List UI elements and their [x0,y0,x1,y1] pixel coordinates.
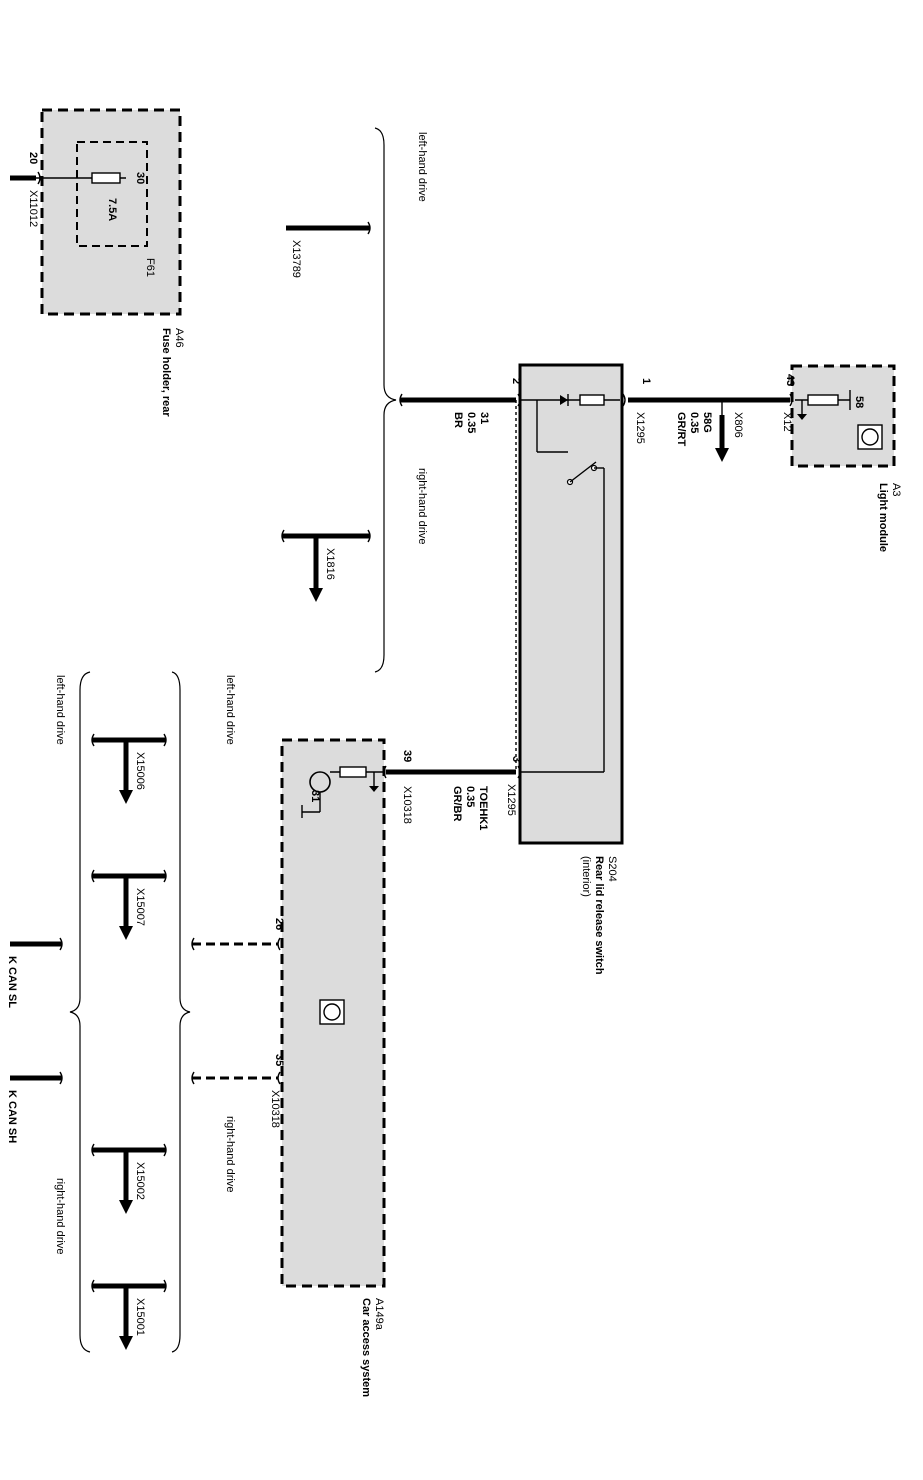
x1295-pin1-mark [622,393,626,407]
wire1-color: GR/RT [675,412,687,447]
wire2-color: BR [452,412,464,428]
kcan-sh-left-mark [191,1071,195,1085]
fuse-f61-pin: 30 [134,172,146,184]
drive-brace-low [69,671,91,1353]
x15006-mark-b [91,733,95,747]
fuse-f61-icon [91,172,121,184]
fuse-holder-id: A46 [173,328,185,348]
x1295-top-label: X1295 [634,412,646,444]
x806-arrow-icon [715,448,729,462]
cas-pin31: 31 [309,790,321,802]
light-module-box [790,364,896,468]
cas-arrow-icon [369,786,379,792]
x1816-mark [367,529,371,543]
kcan-sl-label: K CAN SL [6,956,18,1008]
switch-lamp-resistor [579,394,605,406]
drive-brace-top [374,127,397,673]
x11012-pin: 20 [27,152,39,164]
x15002-mark [163,1143,167,1157]
x10318-b-label: X10318 [269,1090,281,1128]
x15006-arrow-icon [119,790,133,804]
x15002-arrow-icon [119,1200,133,1214]
x12-label: X12 [781,412,793,432]
x1816-mark-b [281,529,285,543]
x15006-mark [163,733,167,747]
wire2-size: 0.35 [465,412,477,433]
wire3-size: 0.35 [464,786,476,807]
x1295-bottom-label: X1295 [505,784,517,816]
x12-pin: 43 [784,374,796,386]
lhd-top-label: left-hand drive [416,132,428,202]
light-module-id: A3 [890,483,902,496]
x15007-mark-b [91,869,95,883]
wire2-signal: 31 [478,412,490,424]
cas-resistor [339,766,367,778]
fuse-f61-rating: 7.5A [106,198,118,221]
x11012-mark [37,171,41,185]
light-module-ecu-circle [861,428,879,446]
x15007-arrow-icon [119,926,133,940]
fuse-holder-box [40,108,182,316]
cas-id: A149a [373,1298,385,1331]
lhd-low-label: left-hand drive [54,675,66,745]
x13789-label: X13789 [290,240,302,278]
kcan-sl-left-mark [191,937,195,951]
x15002-mark-b [91,1143,95,1157]
x1295-bottom-pin3: 3 [510,756,522,762]
x15002-label: X15002 [134,1162,146,1200]
x1295-pin3-mark [517,765,521,779]
x11012-label: X11012 [27,190,39,227]
rear-lid-switch-name-2: (interior) [580,856,592,897]
switch-diode-icon [560,395,568,405]
x10318-b-pin35: 35 [273,1054,285,1066]
lhd-mid-label: left-hand drive [224,675,236,745]
x1816-label: X1816 [324,548,336,580]
light-module-pin58: 58 [853,396,865,408]
fuse-f61-id: F61 [144,258,156,277]
x15001-arrow-icon [119,1336,133,1350]
x1295-branch-mark [399,393,403,407]
x10318-a-label: X10318 [401,786,413,824]
wire3-color: GR/BR [451,786,463,822]
rhd-top-label: right-hand drive [416,468,428,544]
fuse-holder-name: Fuse holder, rear [160,328,172,417]
x10318-b-mark-26 [277,937,281,951]
wire3-signal: TOEHK1 [477,786,489,830]
x15007-label: X15007 [134,888,146,926]
cas-name: Car access system [360,1298,372,1397]
x15001-mark [163,1279,167,1293]
light-module-name: Light module [877,483,889,552]
kcan-sh-label: K CAN SH [6,1090,18,1143]
x15001-mark-b [91,1279,95,1293]
wire1-signal: 58G [701,412,713,433]
kcan-sl-mark [59,937,63,951]
switch-lever [569,461,597,483]
x1295-top-pin2: 2 [510,378,522,384]
x13789-mark [367,221,371,235]
wire1-size: 0.35 [688,412,700,433]
x12-connector-mark [789,393,793,407]
rhd-mid-label: right-hand drive [224,1116,236,1192]
x806-label: X806 [732,412,744,438]
cas-ecu-circle [323,1003,341,1021]
x15001-label: X15001 [134,1298,146,1336]
kcan-sh-mark [59,1071,63,1085]
rhd-low-label: right-hand drive [54,1178,66,1254]
x1295-top-pin1: 1 [640,378,652,384]
x10318-a-pin: 39 [401,750,413,762]
light-module-arrow-icon [797,414,807,420]
x10318-b-pin26: 26 [273,918,285,930]
rear-lid-switch-id: S204 [606,856,618,882]
light-module-resistor [807,394,839,406]
x10318-b-mark-35 [277,1071,281,1085]
fuse-f61-frame [76,141,148,247]
x1816-arrow-icon [309,588,323,602]
x15006-label: X15006 [134,752,146,790]
x15007-mark [163,869,167,883]
rear-lid-switch-name: Rear lid release switch [593,856,605,975]
drive-brace-mid [171,671,191,1353]
